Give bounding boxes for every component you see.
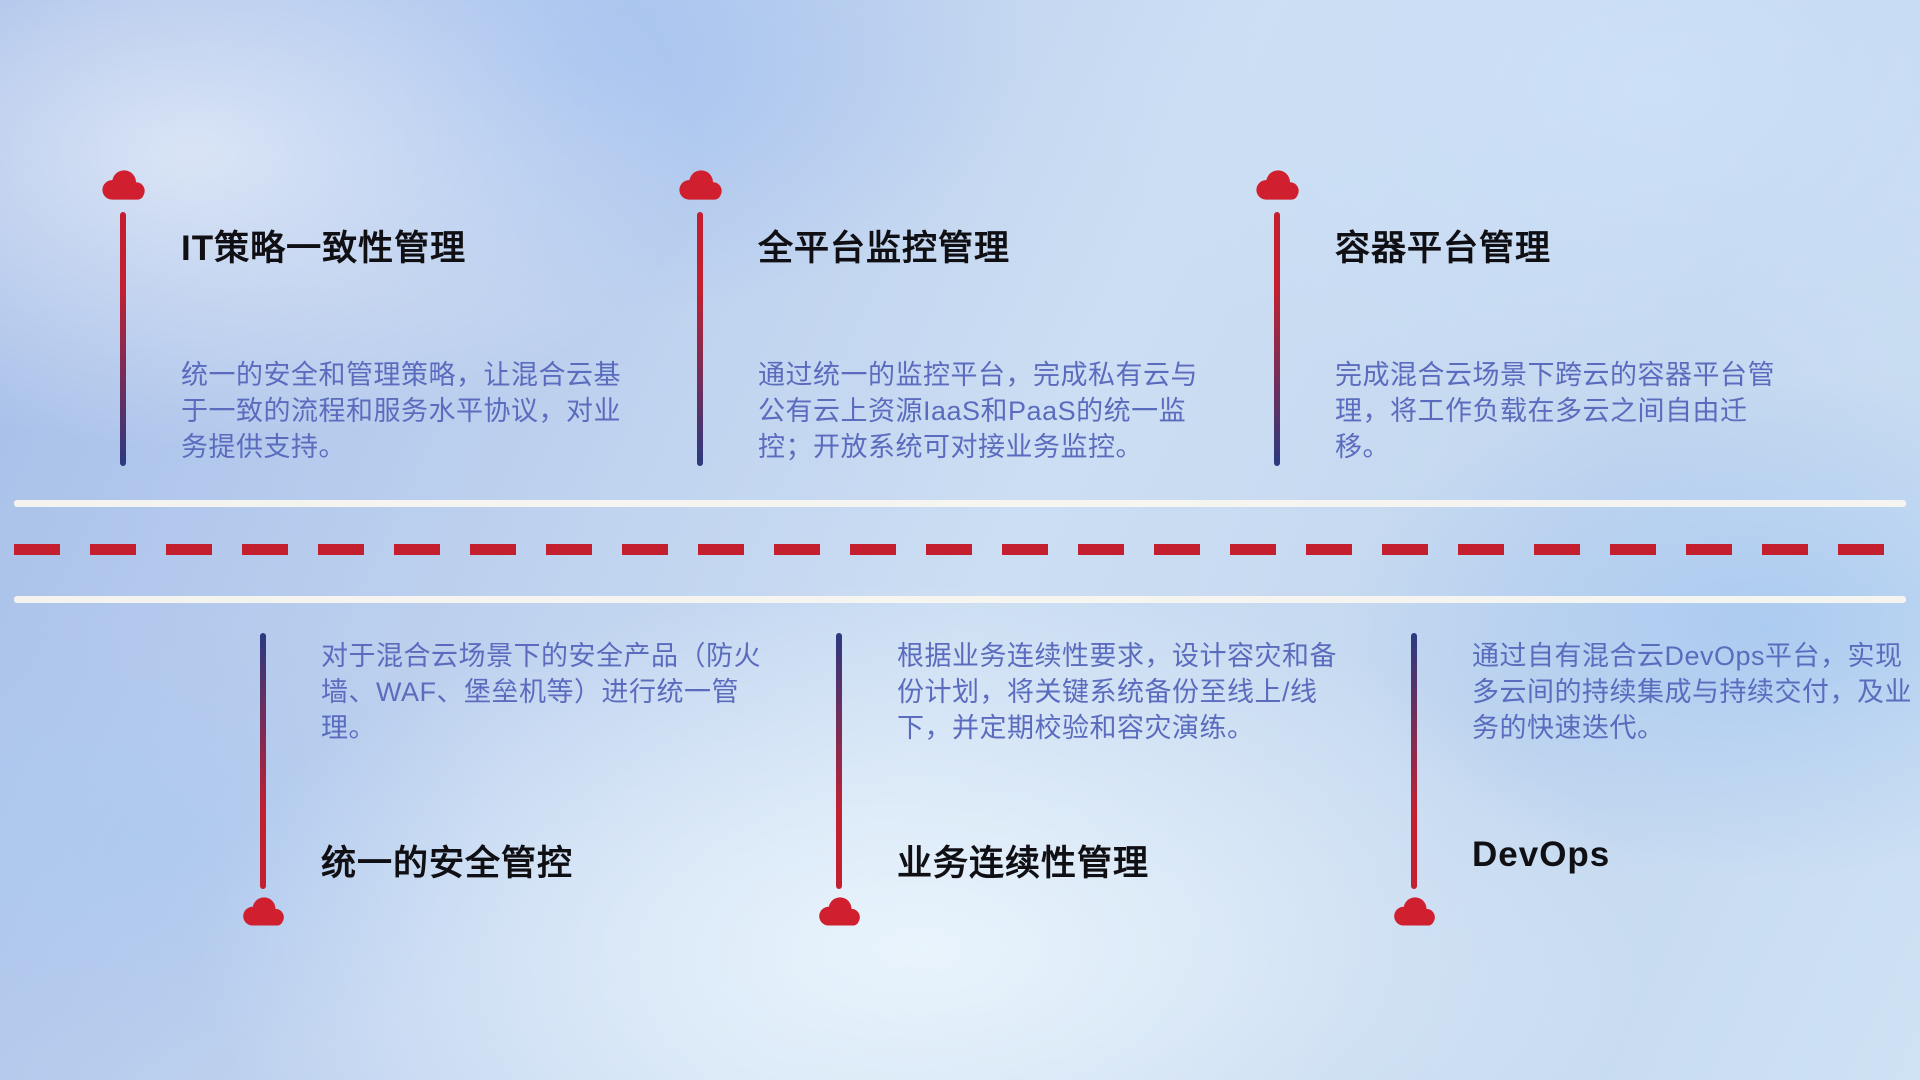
road-dashed-line — [14, 544, 1906, 555]
feature-description: 统一的安全和管理策略，让混合云基于一致的流程和服务水平协议，对业务提供支持。 — [181, 360, 621, 462]
connector-line — [697, 212, 703, 466]
feature-description: 通过统一的监控平台，完成私有云与公有云上资源IaaS和PaaS的统一监控；开放系… — [758, 360, 1198, 462]
connector-line — [260, 633, 266, 889]
cloud-icon — [102, 170, 145, 200]
feature-title: 统一的安全管控 — [321, 844, 574, 883]
cloud-icon — [243, 897, 284, 926]
connector-line — [836, 633, 842, 889]
road-bottom-line — [14, 596, 1906, 603]
cloud-icon — [679, 170, 722, 200]
feature-description: 通过自有混合云DevOps平台，实现多云间的持续集成与持续交付，及业务的快速迭代… — [1472, 641, 1912, 743]
cloud-icon — [819, 897, 860, 926]
connector-line — [120, 212, 126, 466]
feature-title: 容器平台管理 — [1335, 229, 1552, 268]
cloud-icon — [1256, 170, 1299, 200]
feature-description: 完成混合云场景下跨云的容器平台管理，将工作负载在多云之间自由迁移。 — [1335, 360, 1775, 462]
cloud-icon — [1394, 897, 1435, 926]
road-top-line — [14, 500, 1906, 507]
feature-description: 对于混合云场景下的安全产品（防火墙、WAF、堡垒机等）进行统一管理。 — [321, 641, 761, 743]
feature-title: 业务连续性管理 — [897, 844, 1150, 883]
feature-title: IT策略一致性管理 — [181, 229, 467, 268]
connector-line — [1411, 633, 1417, 889]
connector-line — [1274, 212, 1280, 466]
feature-description: 根据业务连续性要求，设计容灾和备份计划，将关键系统备份至线上/线下，并定期校验和… — [897, 641, 1337, 743]
feature-title: 全平台监控管理 — [758, 229, 1011, 268]
feature-title: DevOps — [1472, 835, 1611, 874]
